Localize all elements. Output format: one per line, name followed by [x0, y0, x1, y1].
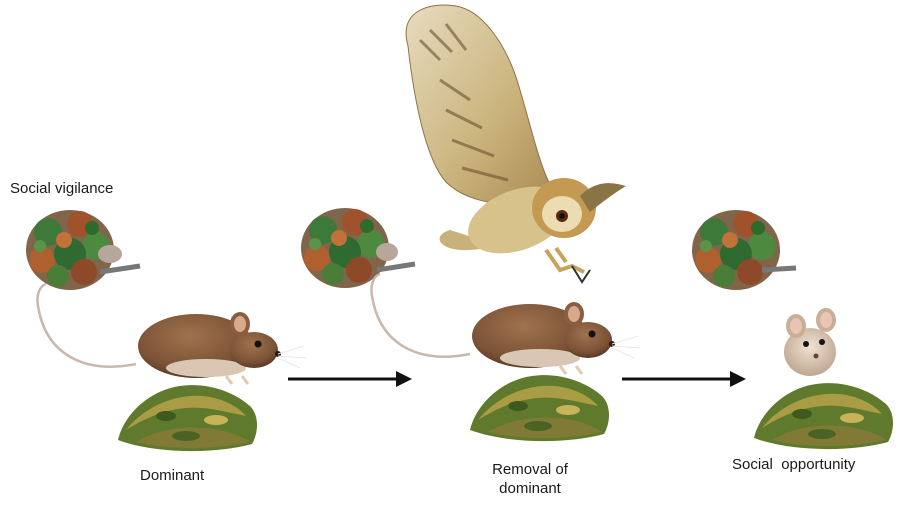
removal-of-dominant-label: Removal of dominant: [470, 460, 590, 498]
mossy-rock-icon: [118, 385, 257, 451]
owl-icon: [406, 5, 626, 282]
mossy-rock-icon: [754, 383, 893, 449]
panel-social-vigilance: [26, 210, 306, 451]
subordinate-mouse-icon: [784, 308, 836, 376]
social-vigilance-label: Social vigilance: [10, 179, 113, 198]
dominant-mouse-icon: [37, 284, 306, 384]
removal-label-line1: Removal of: [470, 460, 590, 479]
hidden-mouse-icon: [98, 245, 122, 263]
removal-label-line2: dominant: [470, 479, 590, 498]
panel-social-opportunity: [692, 210, 893, 449]
panel-removal-of-dominant: [301, 5, 640, 441]
shrub-with-hidden-mouse-icon: [26, 210, 140, 290]
shrub-with-hidden-mouse-icon: [301, 208, 415, 288]
social-opportunity-label: Social opportunity: [732, 455, 855, 474]
arrow-2: [622, 371, 746, 387]
arrow-1: [288, 371, 412, 387]
dominant-label: Dominant: [140, 466, 204, 485]
shrub-icon: [692, 210, 796, 290]
dominant-mouse-icon: [371, 274, 640, 374]
mossy-rock-icon: [470, 375, 609, 441]
